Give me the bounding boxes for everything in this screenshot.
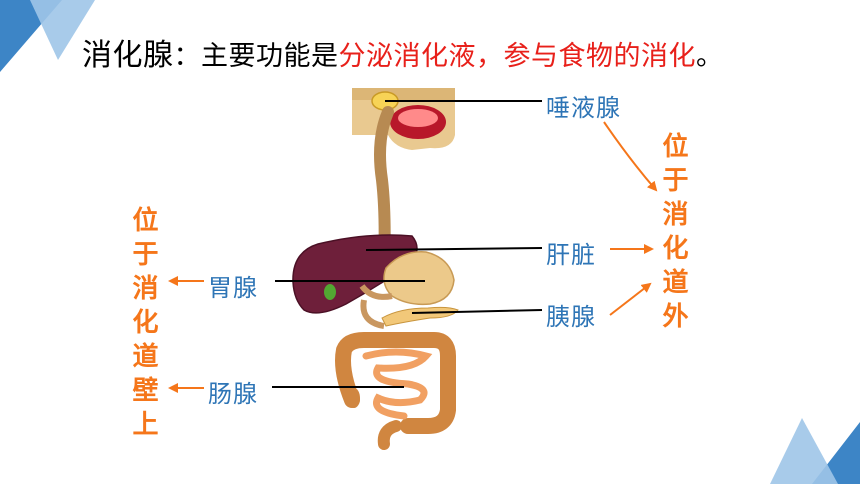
duodenum-illustration — [359, 284, 393, 329]
title-middle: 主要功能是 — [201, 41, 339, 72]
page-title: 消化腺：主要功能是分泌消化液，参与食物的消化。 — [82, 30, 724, 74]
inside-digestive-tract-wall-label: 位于消化道壁上 — [128, 206, 158, 444]
small-intestine-illustration — [362, 348, 433, 420]
bottom-right-corner-decoration — [770, 418, 860, 484]
liver-leader-line — [365, 247, 543, 251]
pancreas-label: 胰腺 — [546, 303, 596, 331]
top-left-corner-decoration — [0, 0, 95, 72]
head-illustration — [352, 88, 455, 150]
appendix-illustration — [348, 388, 360, 408]
title-highlight: 分泌消化液，参与食物的消化 — [338, 41, 696, 72]
title-end: 。 — [696, 41, 724, 72]
title-colon: ： — [173, 41, 201, 72]
rectum-illustration — [377, 420, 402, 450]
pancreas-leader-line — [411, 309, 543, 314]
salivary-arrow — [603, 121, 658, 192]
stomach-illustration — [383, 251, 455, 306]
pancreas-arrow — [609, 282, 652, 316]
gastric-gland-label: 胃腺 — [208, 274, 258, 302]
pancreas-illustration — [381, 306, 459, 327]
large-intestine-illustration — [335, 332, 456, 434]
outside-digestive-tract-label: 位于消化道外 — [658, 132, 688, 336]
intestinal-gland-label: 肠腺 — [208, 380, 258, 408]
salivary-gland-label: 唾液腺 — [546, 94, 621, 122]
title-prefix: 消化腺 — [82, 38, 174, 73]
liver-label: 肝脏 — [546, 241, 596, 269]
